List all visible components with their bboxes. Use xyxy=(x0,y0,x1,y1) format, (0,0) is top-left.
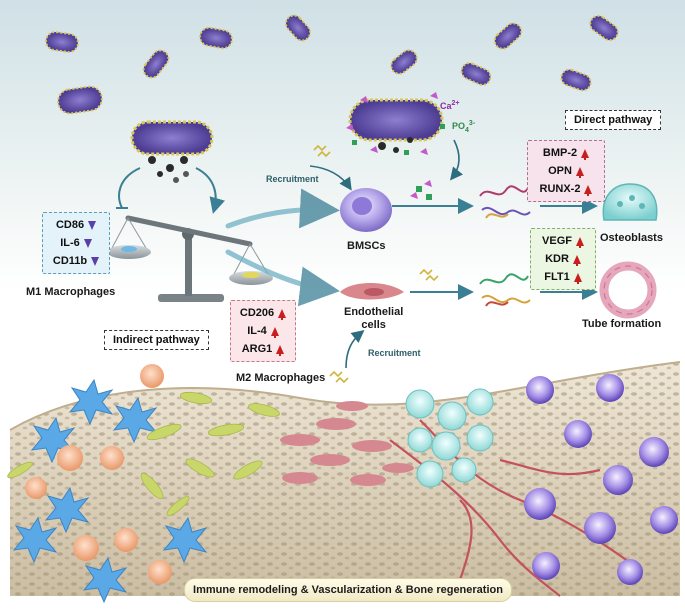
osteo-marker-row: RUNX-2 xyxy=(535,180,597,198)
osteo-marker-row: OPN xyxy=(535,162,597,180)
m2-macrophages-label: M2 Macrophages xyxy=(236,372,326,384)
marker-name: FLT1 xyxy=(544,271,570,283)
marker-name: CD11b xyxy=(52,255,88,267)
marker-name: RUNX-2 xyxy=(539,183,581,195)
particle-releasing-ions xyxy=(346,92,445,155)
endothelial-label-line2: cells xyxy=(361,319,386,331)
arrow-promote-m2 xyxy=(195,167,225,214)
m1-marker-row: CD86 xyxy=(50,216,102,234)
up-arrow-icon xyxy=(572,254,581,266)
direct-pathway-label: Direct pathway xyxy=(565,110,662,130)
m1-macrophages-scaffold xyxy=(12,364,208,604)
scaffold-bone xyxy=(9,361,681,596)
endothelial-cell xyxy=(340,283,404,300)
marker-name: IL-6 xyxy=(60,237,80,249)
m1-macrophages-label: M1 Macrophages xyxy=(26,286,116,298)
summary-banner: Immune remodeling & Vascularization & Bo… xyxy=(184,578,512,602)
indirect-pathway-label: Indirect pathway xyxy=(104,330,209,350)
bmsc-cell xyxy=(340,188,392,232)
osteoblasts-label: Osteoblasts xyxy=(600,232,663,244)
marker-name: BMP-2 xyxy=(542,147,578,159)
calcium-ion-label: Ca2+ xyxy=(440,100,460,111)
angio-marker-row: FLT1 xyxy=(538,268,588,286)
arrow-inhibit-m1 xyxy=(118,167,141,209)
down-arrow-icon xyxy=(88,220,97,230)
marker-name: KDR xyxy=(545,253,569,265)
floating-particles xyxy=(45,14,619,115)
po4-subscript: 4 xyxy=(465,126,469,134)
up-arrow-icon xyxy=(278,308,287,320)
up-arrow-icon xyxy=(270,326,279,338)
balance-scale xyxy=(107,215,273,302)
endothelial-label-line1: Endothelial xyxy=(344,306,404,318)
marker-name: ARG1 xyxy=(241,343,273,355)
po4-charge: 3- xyxy=(468,120,476,127)
phosphate-ion-label: PO43- xyxy=(452,120,475,134)
up-arrow-icon xyxy=(584,184,593,196)
tube-formation-ring xyxy=(599,261,657,319)
m2-marker-row: ARG1 xyxy=(238,340,288,358)
particle-releasing-left xyxy=(130,120,214,183)
endothelial-label: Endothelial cells xyxy=(344,306,403,332)
angio-marker-row: KDR xyxy=(538,250,588,268)
up-arrow-icon xyxy=(581,148,590,160)
recruitment-bottom-label: Recruitment xyxy=(368,348,421,358)
osteo-marker-row: BMP-2 xyxy=(535,144,597,162)
down-arrow-icon xyxy=(91,256,100,266)
up-arrow-icon xyxy=(575,166,584,178)
up-arrow-icon xyxy=(575,236,584,248)
m2-marker-box: CD206 IL-4 ARG1 xyxy=(230,300,296,362)
m1-marker-row: CD11b xyxy=(50,252,102,270)
protein-osteo xyxy=(479,185,531,219)
marker-name: OPN xyxy=(548,165,572,177)
cytokine-squiggles xyxy=(313,144,439,384)
osteoblasts-scaffold xyxy=(405,388,494,488)
marker-name: CD86 xyxy=(55,219,85,231)
recruitment-top-label: Recruitment xyxy=(266,174,319,184)
angio-marker-box: VEGF KDR FLT1 xyxy=(530,228,596,290)
endothelial-cells-scaffold xyxy=(280,401,414,486)
flow-arrow-endothelial xyxy=(225,249,340,307)
angio-marker-row: VEGF xyxy=(538,232,588,250)
tube-formation-label: Tube formation xyxy=(582,318,662,330)
ca-charge: 2+ xyxy=(451,100,460,107)
m2-marker-row: CD206 xyxy=(238,304,288,322)
ca-symbol: Ca xyxy=(440,101,452,111)
flow-arrow-bmscs xyxy=(225,188,340,229)
marker-name: CD206 xyxy=(239,307,275,319)
m2-macrophages-scaffold xyxy=(7,391,280,516)
marker-name: IL-4 xyxy=(247,325,267,337)
m1-marker-row: IL-6 xyxy=(50,234,102,252)
up-arrow-icon xyxy=(573,272,582,284)
protein-angio xyxy=(479,273,531,307)
osteoblast-cell xyxy=(602,183,658,221)
ion-arrow xyxy=(450,139,463,181)
up-arrow-icon xyxy=(276,344,285,356)
osteo-marker-box: BMP-2 OPN RUNX-2 xyxy=(527,140,605,202)
po-symbol: PO xyxy=(452,121,466,131)
m2-marker-row: IL-4 xyxy=(238,322,288,340)
down-arrow-icon xyxy=(83,238,92,248)
marker-name: VEGF xyxy=(542,235,572,247)
recruit-arrow-bottom xyxy=(345,330,365,369)
recruit-arrow-top xyxy=(309,165,352,191)
bmscs-label: BMSCs xyxy=(347,240,386,252)
m1-marker-box: CD86 IL-6 CD11b xyxy=(42,212,110,274)
bmscs-scaffold xyxy=(524,374,678,585)
